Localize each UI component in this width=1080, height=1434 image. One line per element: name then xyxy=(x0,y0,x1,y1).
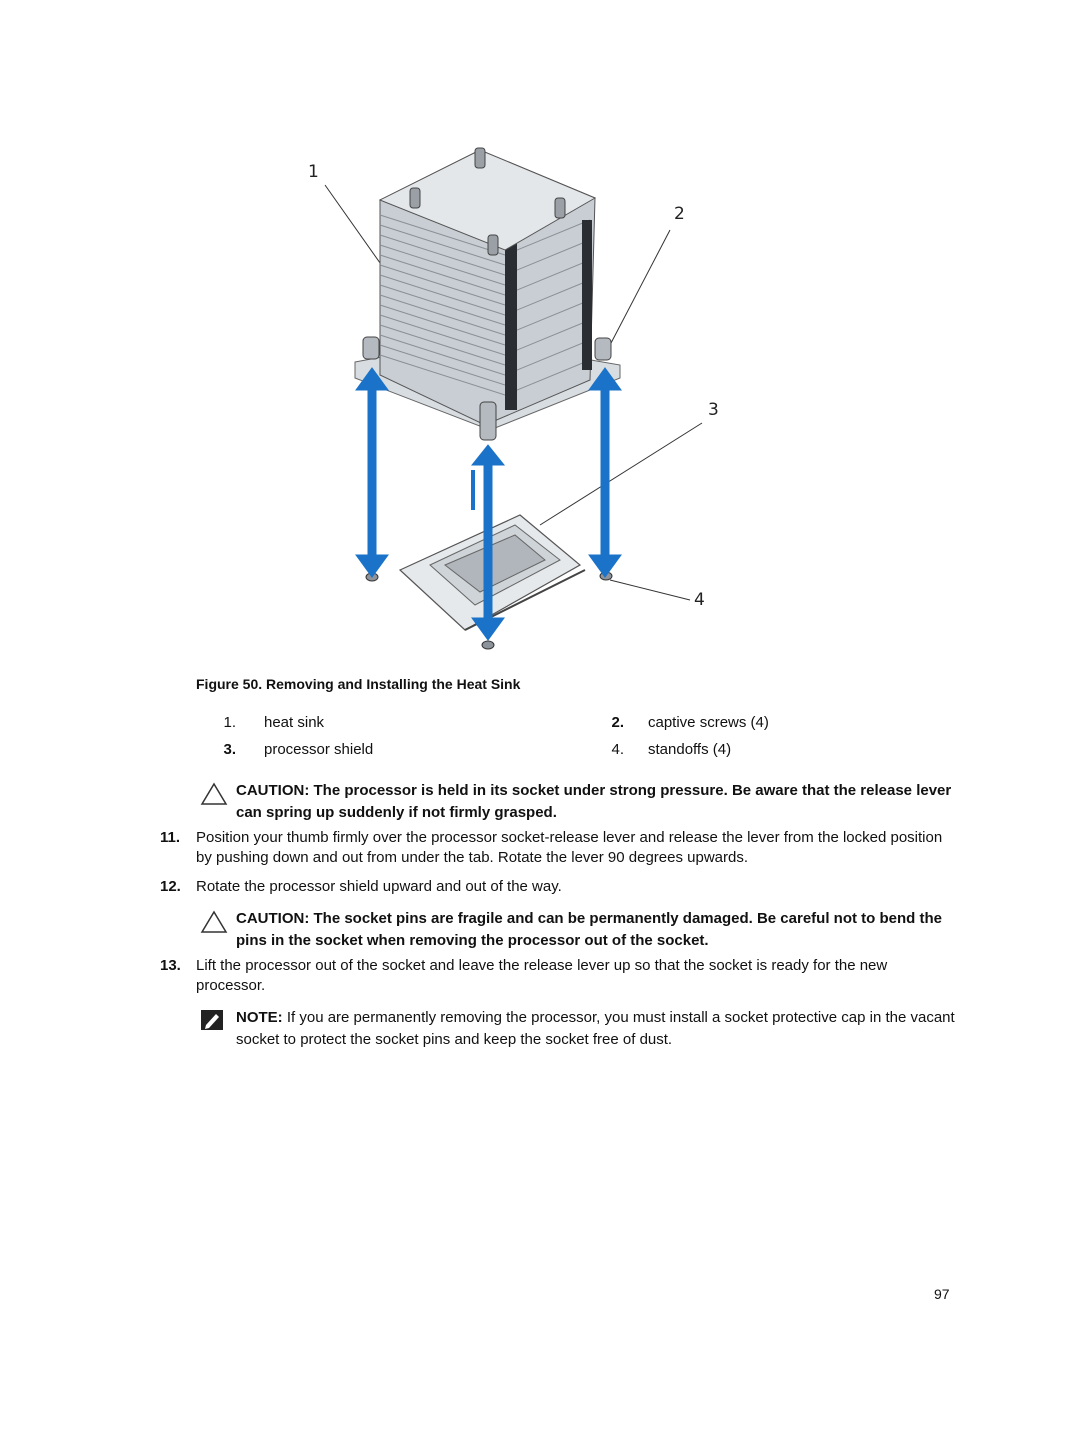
callout-2: 2 xyxy=(674,204,685,224)
step-text: Lift the processor out of the socket and… xyxy=(196,957,888,994)
legend-number: 3. xyxy=(223,741,236,758)
legend-row: 1. heat sink 2. captive screws (4) xyxy=(196,714,956,741)
legend-number: 1. xyxy=(223,714,236,731)
caution-notice: CAUTION: The socket pins are fragile and… xyxy=(196,908,956,952)
legend-row: 3. processor shield 4. standoffs (4) xyxy=(196,741,956,768)
step-item: 13. Lift the processor out of the socket… xyxy=(160,956,950,996)
legend-number: 2. xyxy=(611,714,624,731)
warning-triangle-icon xyxy=(200,910,228,941)
legend-label: standoffs (4) xyxy=(648,741,732,758)
step-text: Position your thumb firmly over the proc… xyxy=(196,829,943,866)
callout-4: 4 xyxy=(694,590,705,610)
page-number: 97 xyxy=(934,1286,950,1302)
heat-sink-figure: 1 2 3 4 xyxy=(290,140,740,660)
note-label: NOTE: xyxy=(236,1009,283,1026)
step-text: Rotate the processor shield upward and o… xyxy=(196,878,562,895)
step-number: 11. xyxy=(160,829,181,846)
legend-number: 4. xyxy=(611,741,624,758)
note-pencil-icon xyxy=(200,1009,224,1038)
caution-text: CAUTION: The socket pins are fragile and… xyxy=(236,910,942,949)
note-text: If you are permanently removing the proc… xyxy=(236,1009,955,1048)
step-number: 13. xyxy=(160,957,181,974)
callout-3: 3 xyxy=(708,400,719,420)
legend-label: processor shield xyxy=(264,741,374,758)
caution-text: CAUTION: The processor is held in its so… xyxy=(236,782,952,821)
warning-triangle-icon xyxy=(200,782,228,813)
callout-1: 1 xyxy=(308,162,319,182)
note-notice: NOTE: If you are permanently removing th… xyxy=(196,1007,956,1051)
step-item: 11. Position your thumb firmly over the … xyxy=(160,828,950,868)
figure-caption: Figure 50. Removing and Installing the H… xyxy=(196,676,521,692)
step-item: 12. Rotate the processor shield upward a… xyxy=(160,877,950,897)
heat-sink-illustration xyxy=(324,147,703,650)
caution-notice: CAUTION: The processor is held in its so… xyxy=(196,780,956,824)
legend-label: heat sink xyxy=(264,714,325,731)
legend-label: captive screws (4) xyxy=(648,714,769,731)
figure-legend: 1. heat sink 2. captive screws (4) 3. pr… xyxy=(196,714,956,768)
step-number: 12. xyxy=(160,878,181,895)
